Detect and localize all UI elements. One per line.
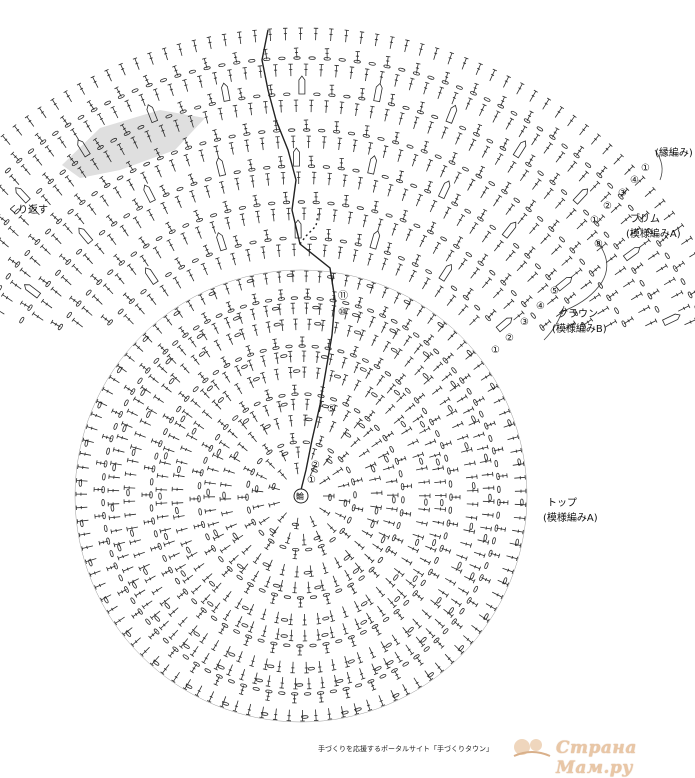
brim-subtitle: (模様編みA): [626, 229, 681, 241]
start-row-marker-10: ⑩: [338, 307, 347, 319]
top-subtitle: (模様編みA): [543, 513, 598, 525]
center-ring-label: 輪: [296, 491, 304, 503]
brim-row-marker-2: ②: [603, 201, 612, 213]
brim-row-marker-3: ③: [618, 188, 627, 200]
brim-row-marker-4: ④: [630, 175, 639, 187]
watermark-text: Страна Мам.ру: [556, 738, 695, 778]
edge-row-marker: ①: [641, 163, 650, 175]
start-row-marker-5: ⑤: [327, 404, 336, 416]
crown-row-marker-8: ⑧: [594, 239, 603, 251]
brim-crown-fan: [0, 28, 695, 332]
brim-row-marker-1: ①: [590, 215, 599, 227]
repeat-label: くり返す: [8, 205, 48, 217]
edge-label: (縁編み): [655, 148, 693, 160]
crown-row-marker-3: ③: [520, 317, 529, 329]
crown-row-marker-5: ⑤: [550, 286, 559, 298]
crown-title: クラウン: [558, 309, 598, 321]
crown-row-marker-2: ②: [505, 333, 514, 345]
start-row-marker-1: ①: [307, 475, 316, 487]
start-row-marker-2: ②: [311, 460, 320, 472]
crown-row-marker-4: ④: [536, 301, 545, 313]
brim-title: ブリム: [630, 214, 660, 226]
repeat-section-shading: [62, 110, 205, 178]
edge-title: 縁編み: [659, 148, 689, 159]
footer-credit: 手づくりを応援するポータルサイト「手づくりタウン」: [318, 744, 493, 754]
start-row-marker-11: ⑪: [338, 291, 348, 303]
top-title: トップ: [547, 498, 577, 510]
crown-subtitle: (模様編みB): [552, 324, 607, 336]
watermark-logo-icon: [510, 734, 554, 760]
start-chain-lines: [262, 30, 335, 490]
crown-row-marker-1: ①: [491, 345, 500, 357]
